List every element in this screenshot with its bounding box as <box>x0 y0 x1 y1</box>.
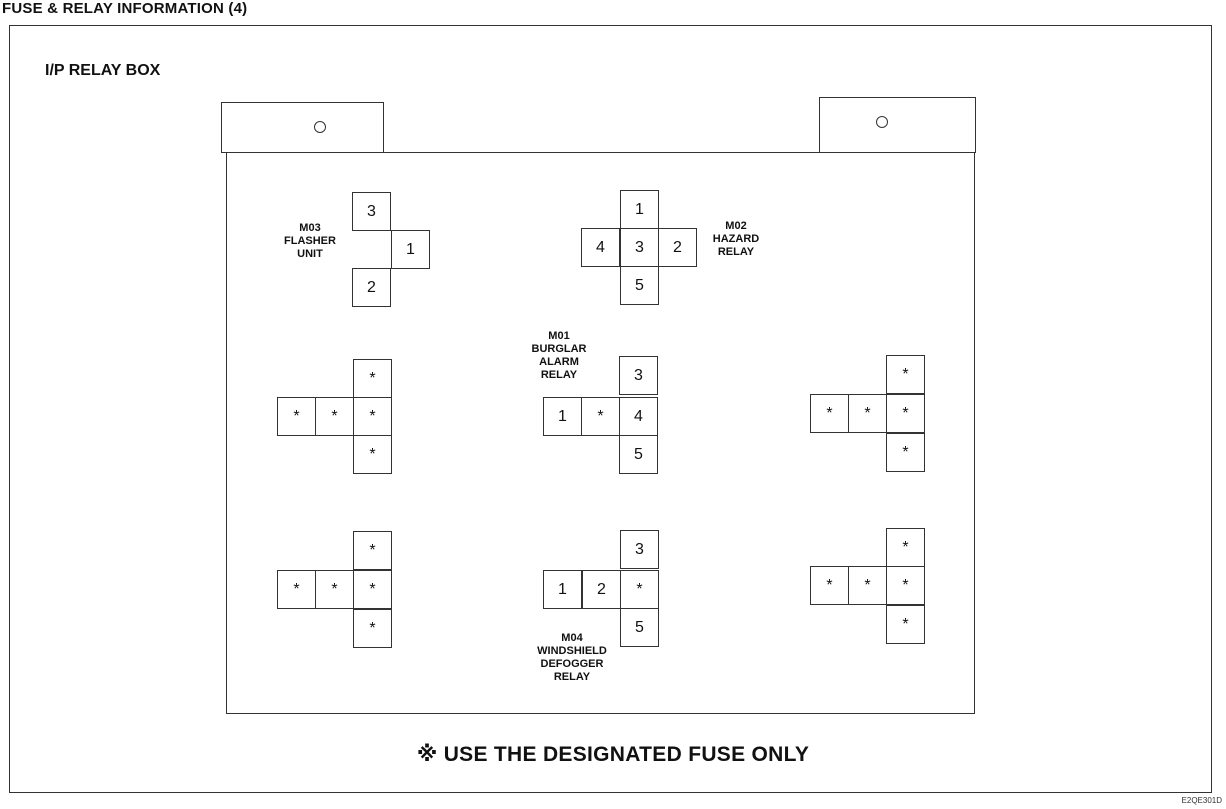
mounting-hole-icon <box>876 116 888 128</box>
label-line: M02 <box>725 220 747 232</box>
spare-pin: * <box>886 566 925 605</box>
label-line: M03 <box>299 222 321 234</box>
relay-pin: 2 <box>582 570 621 609</box>
relay-pin: 3 <box>352 192 391 231</box>
relay-label-m04: M04 WINDSHIELD DEFOGGER RELAY <box>522 632 622 684</box>
relay-pin: 5 <box>619 435 658 474</box>
label-line: RELAY <box>717 246 755 258</box>
spare-pin: * <box>353 397 392 436</box>
spare-pin: * <box>353 570 392 609</box>
spare-pin: * <box>277 397 316 436</box>
label-line: M04 <box>561 632 583 644</box>
relay-pin: 1 <box>620 190 659 229</box>
label-line: ALARM <box>539 356 579 368</box>
relay-pin: 4 <box>619 397 658 436</box>
relay-pin: 1 <box>543 397 582 436</box>
spare-pin: * <box>886 394 925 433</box>
relay-pin: * <box>581 397 620 436</box>
label-line: DEFOGGER <box>540 658 604 670</box>
relay-label-m03: M03 FLASHER UNIT <box>280 222 340 261</box>
relay-pin: 5 <box>620 266 659 305</box>
spare-pin: * <box>353 359 392 398</box>
spare-pin: * <box>353 531 392 570</box>
label-line: FLASHER <box>284 235 336 247</box>
spare-pin: * <box>315 397 354 436</box>
spare-pin: * <box>810 394 849 433</box>
spare-pin: * <box>353 609 392 648</box>
mounting-hole-icon <box>314 121 326 133</box>
spare-pin: * <box>848 394 887 433</box>
spare-pin: * <box>886 433 925 472</box>
label-line: WINDSHIELD <box>537 645 607 657</box>
relay-pin: 1 <box>391 230 430 269</box>
relay-pin: 4 <box>581 228 620 267</box>
spare-pin: * <box>848 566 887 605</box>
spare-pin: * <box>886 605 925 644</box>
relay-pin: 2 <box>658 228 697 267</box>
section-title: I/P RELAY BOX <box>45 62 161 79</box>
mounting-tab-right <box>819 97 976 153</box>
spare-pin: * <box>315 570 354 609</box>
mounting-tab-left <box>221 102 384 153</box>
label-line: RELAY <box>540 369 578 381</box>
relay-pin: 3 <box>619 356 658 395</box>
label-line: M01 <box>548 330 570 342</box>
relay-pin: 3 <box>620 530 659 569</box>
relay-label-m01: M01 BURGLAR ALARM RELAY <box>524 330 594 382</box>
spare-pin: * <box>810 566 849 605</box>
footnote: ※ USE THE DESIGNATED FUSE ONLY <box>416 743 810 766</box>
relay-label-m02: M02 HAZARD RELAY <box>707 220 765 259</box>
label-line: RELAY <box>553 671 591 683</box>
relay-box-outline <box>226 152 975 714</box>
relay-pin: 5 <box>620 608 659 647</box>
spare-pin: * <box>886 355 925 394</box>
spare-pin: * <box>353 435 392 474</box>
label-line: UNIT <box>297 248 323 260</box>
page-title: FUSE & RELAY INFORMATION (4) <box>2 0 248 17</box>
relay-pin: * <box>620 570 659 609</box>
spare-pin: * <box>277 570 316 609</box>
figure-code: E2QE301D <box>1181 796 1222 805</box>
spare-pin: * <box>886 528 925 567</box>
label-line: HAZARD <box>712 233 760 245</box>
diagram-frame <box>9 25 1212 793</box>
relay-pin: 1 <box>543 570 582 609</box>
label-line: BURGLAR <box>531 343 587 355</box>
relay-pin: 2 <box>352 268 391 307</box>
relay-pin: 3 <box>620 228 659 267</box>
